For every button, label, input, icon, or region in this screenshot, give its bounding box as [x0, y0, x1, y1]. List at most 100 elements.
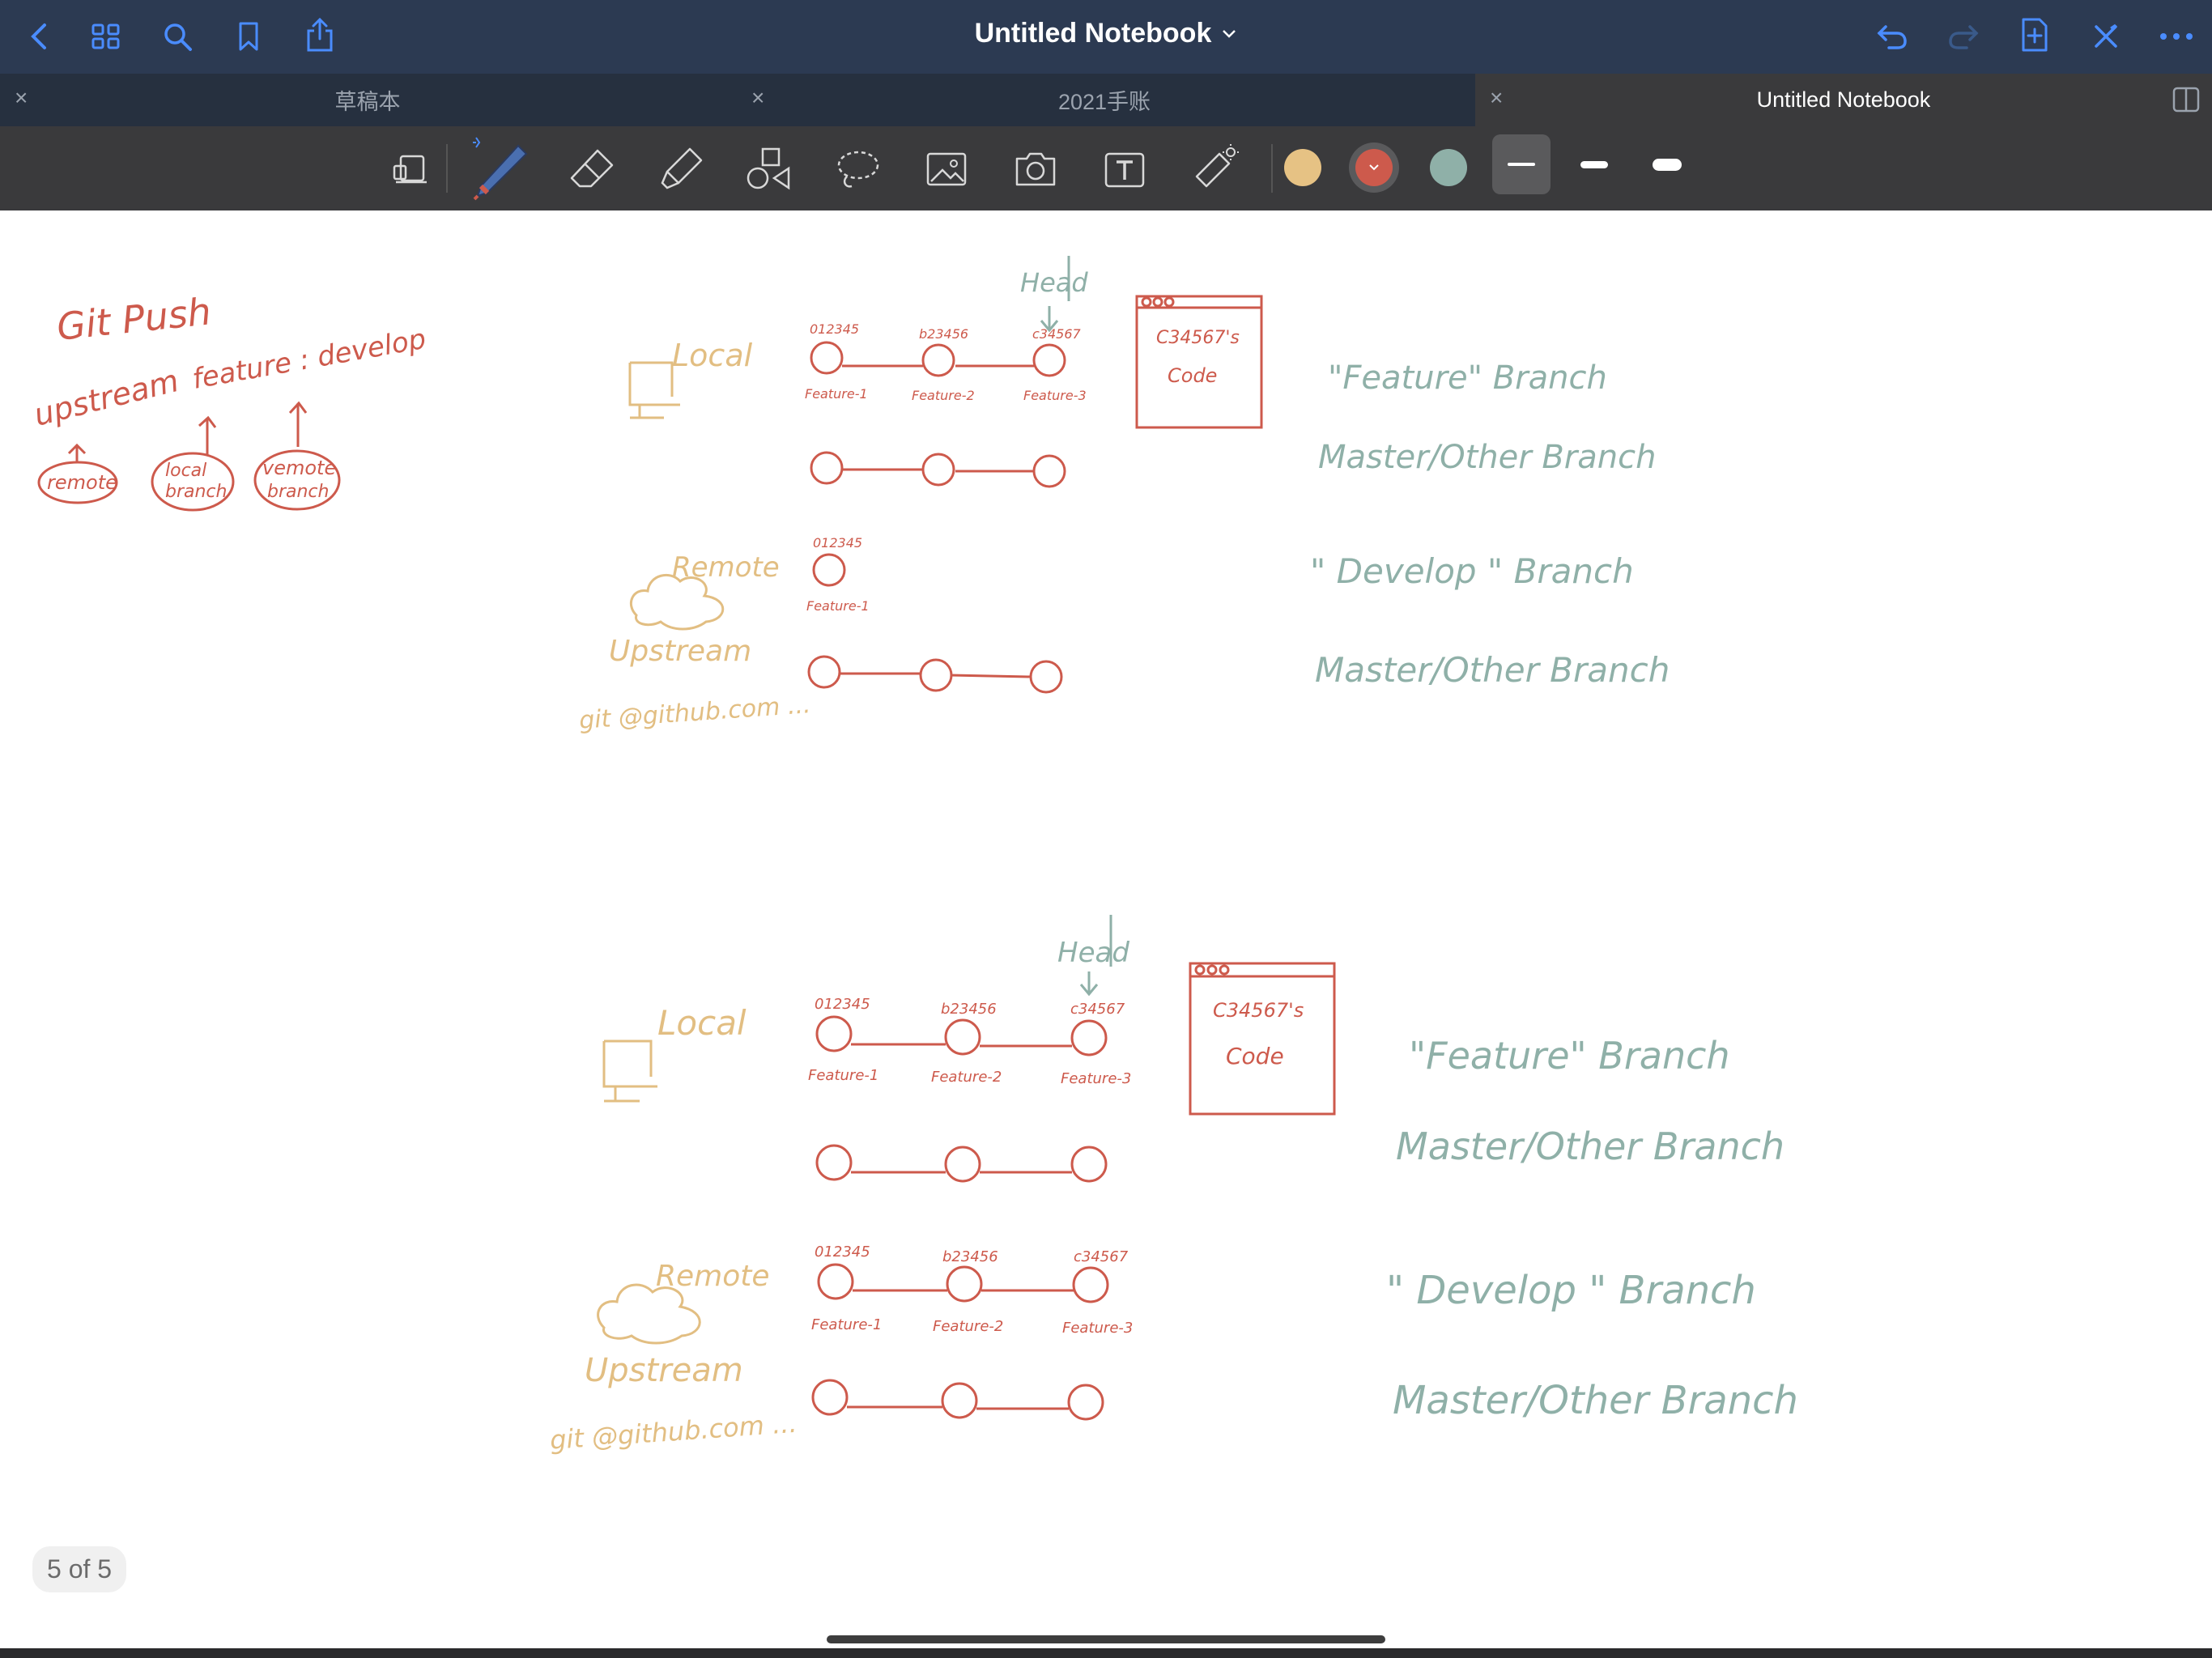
hash-3c: c34567 [1070, 1001, 1125, 1018]
tab-draft[interactable]: × 草稿本 [0, 74, 735, 126]
label-upstream-2: Upstream [585, 1352, 743, 1389]
feature-branch-2: "Feature" Branch [1409, 1034, 1730, 1078]
page-indicator: 5 of 5 [32, 1546, 127, 1592]
feature-branch-1: "Feature" Branch [1328, 359, 1607, 397]
chevron-down-icon [1223, 29, 1236, 38]
tab-close-icon[interactable]: × [751, 85, 765, 110]
note-git-push: Git Push [55, 289, 214, 349]
close-tools-icon[interactable] [2086, 16, 2126, 57]
notebook-page-canvas[interactable]: Git Push upstream feature : develop remo… [0, 210, 2212, 1648]
feat-2a: Feature-2 [912, 388, 975, 403]
pen-tool[interactable] [470, 131, 530, 204]
highlighter-icon[interactable] [656, 144, 706, 194]
grid-icon[interactable] [86, 16, 126, 57]
undo-icon[interactable] [1872, 16, 1912, 57]
notebook-title[interactable]: Untitled Notebook [944, 18, 1268, 49]
hash-1c: 012345 [815, 996, 870, 1013]
label-remote-2: Remote [656, 1260, 770, 1293]
feat-3a: Feature-3 [1023, 388, 1087, 403]
redo-icon[interactable] [1943, 16, 1984, 57]
feat-2d: Feature-2 [933, 1318, 1003, 1335]
feat-1a: Feature-1 [805, 386, 868, 402]
shapes-icon[interactable] [743, 144, 793, 194]
hash-1d: 012345 [815, 1244, 870, 1261]
stroke-thick-sample [1653, 158, 1682, 171]
tab-label: Untitled Notebook [1756, 87, 1931, 112]
bookmark-icon[interactable] [228, 16, 269, 57]
label-local-1: Local [672, 338, 753, 373]
add-page-icon[interactable] [2014, 13, 2055, 57]
toolbar-divider [1271, 144, 1273, 193]
bottom-edge [0, 1648, 2212, 1658]
stroke-width-thick[interactable] [1638, 134, 1696, 194]
eraser-icon[interactable] [567, 144, 617, 194]
hash-1b: 012345 [813, 535, 862, 551]
color-swatch-yellow[interactable] [1284, 149, 1321, 186]
cloud-icon-2 [597, 1283, 701, 1345]
feat-2c: Feature-2 [931, 1069, 1002, 1086]
top-navigation-bar: Untitled Notebook [0, 0, 2212, 74]
feat-3d: Feature-3 [1062, 1320, 1133, 1337]
camera-icon[interactable] [1010, 144, 1061, 194]
master-branch-1a: Master/Other Branch [1318, 439, 1656, 476]
stroke-width-medium[interactable] [1565, 134, 1623, 194]
note-feature-develop: feature : develop [190, 323, 428, 396]
note-upstream: upstream [31, 363, 182, 433]
tab-close-icon[interactable]: × [1490, 85, 1504, 110]
master-branch-1b: Master/Other Branch [1315, 650, 1670, 690]
hash-2a: b23456 [919, 326, 968, 342]
develop-branch-1: " Develop " Branch [1310, 551, 1634, 591]
handwriting-layer: Git Push upstream feature : develop remo… [31, 256, 1798, 1456]
cloud-icon-1 [630, 573, 725, 631]
hash-2d: b23456 [942, 1248, 998, 1265]
note-remote: remote [47, 471, 117, 494]
feat-1d: Feature-1 [811, 1316, 882, 1333]
note-local-1: local [165, 461, 206, 481]
bluetooth-icon [473, 137, 481, 148]
drawing-toolbar [0, 126, 2212, 210]
stroke-medium-sample [1580, 160, 1608, 168]
toolbar-divider [446, 144, 448, 193]
hash-3a: c34567 [1032, 326, 1082, 342]
tab-label: 草稿本 [334, 90, 401, 114]
code-window-1 [1135, 295, 1263, 429]
hash-2c: b23456 [941, 1001, 997, 1018]
note-vemote-1: vemote [262, 457, 336, 479]
laser-pointer-icon[interactable] [1189, 141, 1242, 194]
tab-label: 2021手账 [1057, 90, 1151, 114]
feat-3c: Feature-3 [1061, 1070, 1131, 1087]
tab-untitled-notebook[interactable]: × Untitled Notebook [1475, 74, 2212, 126]
chevron-down-icon [1369, 164, 1379, 171]
label-upstream-1: Upstream [609, 635, 751, 668]
computer-icon-2 [602, 1039, 657, 1103]
label-local-2: Local [657, 1003, 747, 1043]
tab-close-icon[interactable]: × [15, 85, 28, 110]
master-branch-2a: Master/Other Branch [1396, 1124, 1784, 1168]
feat-1b: Feature-1 [806, 598, 870, 614]
color-swatch-red-selected[interactable] [1349, 142, 1399, 193]
notebook-title-text: Untitled Notebook [974, 18, 1212, 49]
note-vemote-2: branch [267, 482, 329, 502]
develop-branch-2: " Develop " Branch [1386, 1268, 1756, 1313]
color-swatch-teal[interactable] [1430, 149, 1467, 186]
label-head-2: Head [1057, 937, 1129, 969]
hash-1a: 012345 [810, 321, 859, 337]
image-icon[interactable] [921, 144, 972, 194]
stroke-width-thin[interactable] [1492, 134, 1551, 194]
share-icon[interactable] [300, 13, 340, 57]
lasso-icon[interactable] [832, 144, 883, 194]
hash-3d: c34567 [1074, 1248, 1129, 1265]
back-icon[interactable] [19, 16, 60, 57]
more-icon[interactable] [2155, 16, 2197, 57]
tab-2021-journal[interactable]: × 2021手账 [737, 74, 1472, 126]
code-title-1: C34567's [1156, 328, 1240, 348]
search-icon[interactable] [157, 16, 198, 57]
split-view-icon[interactable] [2172, 85, 2201, 114]
zoom-window-icon[interactable] [387, 144, 436, 193]
label-head-1: Head [1020, 267, 1088, 298]
stroke-thin-sample [1508, 163, 1535, 166]
label-git-url-1: git @github.com ... [578, 691, 811, 735]
home-indicator[interactable] [827, 1635, 1385, 1643]
text-tool-icon[interactable] [1100, 144, 1150, 194]
code-label-1: Code [1168, 364, 1217, 387]
